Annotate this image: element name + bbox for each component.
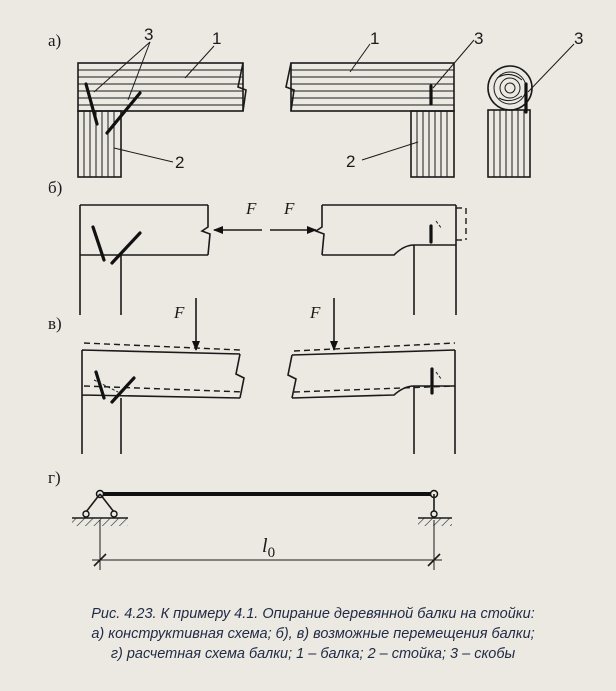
clamp-left-2 xyxy=(105,91,142,135)
clamp-v-left-dashed xyxy=(93,379,119,393)
leader-1-left xyxy=(184,45,215,79)
force-label-v-right: F xyxy=(309,303,321,322)
panel-label-v: в) xyxy=(48,314,62,333)
panel-label-b: б) xyxy=(48,178,62,197)
label-clamp-left: 3 xyxy=(144,25,153,44)
span-label: l0 xyxy=(262,535,275,561)
leader-1-right xyxy=(349,43,371,73)
label-post-right: 2 xyxy=(346,152,355,171)
right-roller-support xyxy=(418,489,452,526)
leader-2-right xyxy=(361,141,419,161)
caption-line-1: Рис. 4.23. К примеру 4.1. Опирание дерев… xyxy=(91,606,535,622)
clamp-left-1 xyxy=(84,82,99,126)
clamp-b-left-2 xyxy=(110,231,142,265)
caption-line-3: г) расчетная схема балки; 1 – балка; 2 –… xyxy=(110,646,516,662)
right-beam-v-displaced xyxy=(293,342,456,393)
right-beam-a xyxy=(285,62,455,112)
clamp-v-right-dashed xyxy=(435,371,443,381)
force-label-v-left: F xyxy=(173,303,185,322)
clamp-v-left-1 xyxy=(94,370,106,400)
leader-3-section xyxy=(527,43,575,93)
label-post-left: 2 xyxy=(175,153,184,172)
label-clamp-right: 3 xyxy=(474,29,483,48)
clamp-v-left-2 xyxy=(110,376,136,404)
left-beam-b xyxy=(79,204,211,315)
label-beam-left: 1 xyxy=(212,29,221,48)
label-beam-right: 1 xyxy=(370,29,379,48)
panel-label-g: г) xyxy=(48,468,61,487)
left-beam-v xyxy=(81,349,245,454)
label-clamp-section: 3 xyxy=(574,29,583,48)
clamp-b-left-1 xyxy=(91,225,106,262)
right-beam-v xyxy=(287,349,456,454)
leader-3a xyxy=(93,41,151,93)
leader-3b xyxy=(127,41,151,101)
leader-3-right xyxy=(432,39,475,89)
clamp-b-right-dashed xyxy=(435,220,443,230)
left-beam-v-displaced xyxy=(83,342,245,393)
panel-b: б) F F xyxy=(48,178,467,315)
figure-caption: Рис. 4.23. К примеру 4.1. Опирание дерев… xyxy=(18,604,608,664)
beam-support-figure: а) 3 1 2 xyxy=(48,25,583,570)
panel-g: г) l0 xyxy=(48,468,452,570)
panel-label-a: а) xyxy=(48,31,61,50)
right-beam-b xyxy=(314,204,457,315)
span-dimension xyxy=(92,520,442,570)
leader-2-left xyxy=(113,147,174,163)
right-post-a xyxy=(410,110,455,178)
caption-line-2: а) конструктивная схема; б), в) возможны… xyxy=(91,626,535,642)
force-label-b-right: F xyxy=(283,199,295,218)
left-post-a xyxy=(77,110,122,178)
left-beam-a xyxy=(77,62,247,112)
panel-v: в) F F xyxy=(48,298,456,454)
force-label-b-left: F xyxy=(245,199,257,218)
cross-section-a xyxy=(487,65,533,178)
panel-a: а) 3 1 2 xyxy=(48,25,583,178)
